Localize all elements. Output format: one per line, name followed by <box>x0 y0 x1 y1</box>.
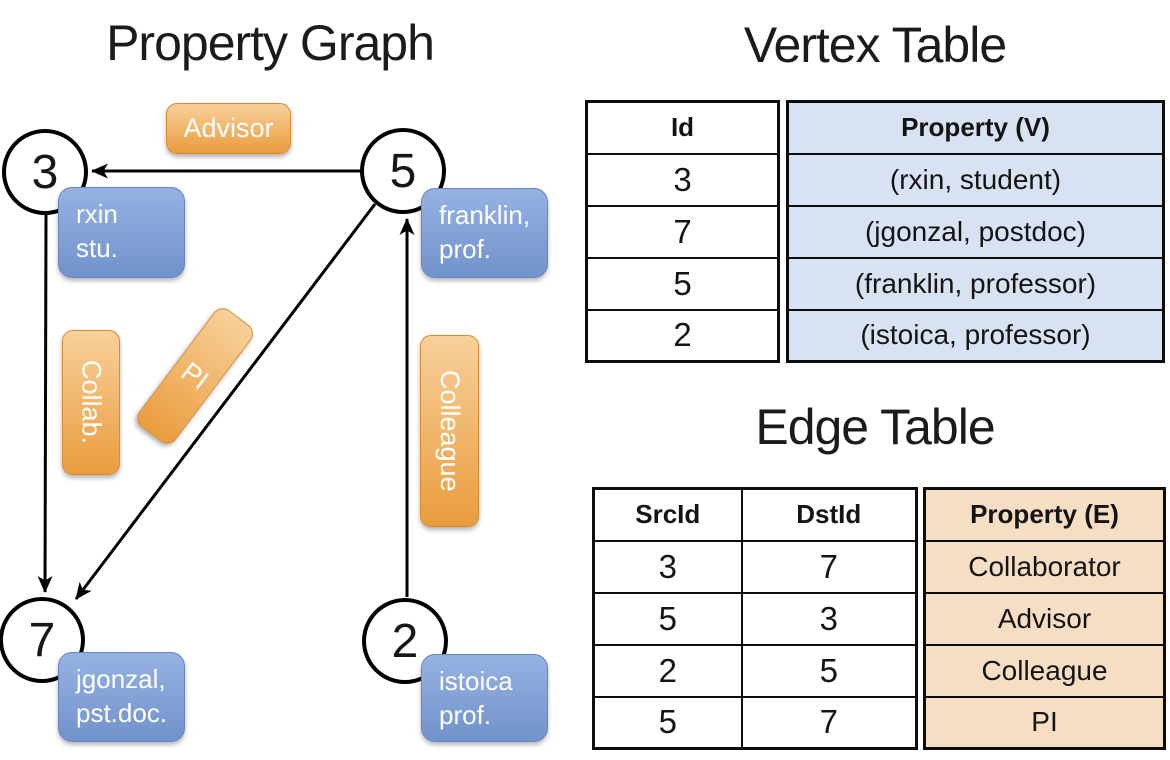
edge-label-text: PI <box>176 355 215 396</box>
edge-arrow-3-to-7 <box>37 214 53 593</box>
vertex-id-label: 5 <box>389 144 417 198</box>
edge-table-property-header: Property (E) <box>923 487 1166 542</box>
edge-table-src-cell: 3 <box>592 539 743 594</box>
edge-label-advisor: Advisor <box>166 103 291 154</box>
vertex-table-id-cell: 5 <box>585 256 780 311</box>
vertex-table-property-cell: (rxin, student) <box>786 152 1165 207</box>
property-graph-title: Property Graph <box>106 15 435 71</box>
vertex-table-property-cell: (jgonzal, postdoc) <box>786 204 1165 259</box>
vertex-property-line: prof. <box>439 234 492 264</box>
edge-label-colleague: Colleague <box>420 335 479 527</box>
vertex-table-id-header: Id <box>585 100 780 155</box>
vertex-property-box-rxin: rxin stu. <box>58 187 185 278</box>
edge-table-id-columns: SrcId DstId 3 7 5 3 2 5 5 7 <box>592 487 918 750</box>
vertex-table-property-header: Property (V) <box>786 100 1165 155</box>
vertex-table-property-cell: (istoica, professor) <box>786 308 1165 363</box>
vertex-table-property-column: Property (V) (rxin, student) (jgonzal, p… <box>786 100 1165 363</box>
edge-table-property-cell: Advisor <box>923 591 1166 646</box>
vertex-property-line: prof. <box>439 700 492 730</box>
vertex-table-property-cell: (franklin, professor) <box>786 256 1165 311</box>
vertex-id-label: 7 <box>28 613 56 667</box>
vertex-node-5: 5 <box>360 128 446 214</box>
vertex-table-id-cell: 7 <box>585 204 780 259</box>
vertex-property-line: rxin <box>76 199 118 229</box>
edge-table-property-cell: PI <box>923 695 1166 750</box>
vertex-table-id-cell: 3 <box>585 152 780 207</box>
vertex-table-id-column: Id 3 7 5 2 <box>585 100 780 363</box>
edge-label-text: Advisor <box>183 113 274 143</box>
edge-label-text: Colleague <box>435 370 465 492</box>
vertex-table-title: Vertex Table <box>743 17 1007 73</box>
edge-table-src-cell: 2 <box>592 643 743 698</box>
vertex-property-line: franklin, <box>439 200 531 230</box>
edge-table-src-cell: 5 <box>592 591 743 646</box>
vertex-property-box-franklin: franklin, prof. <box>421 188 548 278</box>
edge-table-dst-cell: 5 <box>740 643 918 698</box>
edge-table-dst-cell: 7 <box>740 539 918 594</box>
edge-table-dst-cell: 7 <box>740 695 918 750</box>
vertex-property-line: jgonzal, <box>76 664 166 694</box>
edge-arrow-5-to-7 <box>74 203 377 600</box>
edge-label-collab: Collab. <box>62 330 120 475</box>
edge-table-dstid-header: DstId <box>740 487 918 542</box>
edge-label-text: Collab. <box>76 360 107 445</box>
vertex-property-line: stu. <box>76 233 118 263</box>
vertex-property-line: istoica <box>439 666 513 696</box>
edge-table-title: Edge Table <box>755 399 995 455</box>
vertex-id-label: 3 <box>31 145 59 199</box>
vertex-node-2: 2 <box>362 598 448 684</box>
vertex-property-line: pst.doc. <box>76 698 168 728</box>
vertex-table-id-cell: 2 <box>585 308 780 363</box>
vertex-id-label: 2 <box>391 614 419 668</box>
edge-table-property-column: Property (E) Collaborator Advisor Collea… <box>923 487 1166 750</box>
edge-table-dst-cell: 3 <box>740 591 918 646</box>
vertex-property-box-jgonzal: jgonzal, pst.doc. <box>58 652 185 742</box>
graph-edge-layer <box>37 163 415 600</box>
edge-table-src-cell: 5 <box>592 695 743 750</box>
edge-table-property-cell: Colleague <box>923 643 1166 698</box>
edge-table-srcid-header: SrcId <box>592 487 743 542</box>
vertex-property-box-istoica: istoica prof. <box>421 654 548 742</box>
edge-table-property-cell: Collaborator <box>923 539 1166 594</box>
